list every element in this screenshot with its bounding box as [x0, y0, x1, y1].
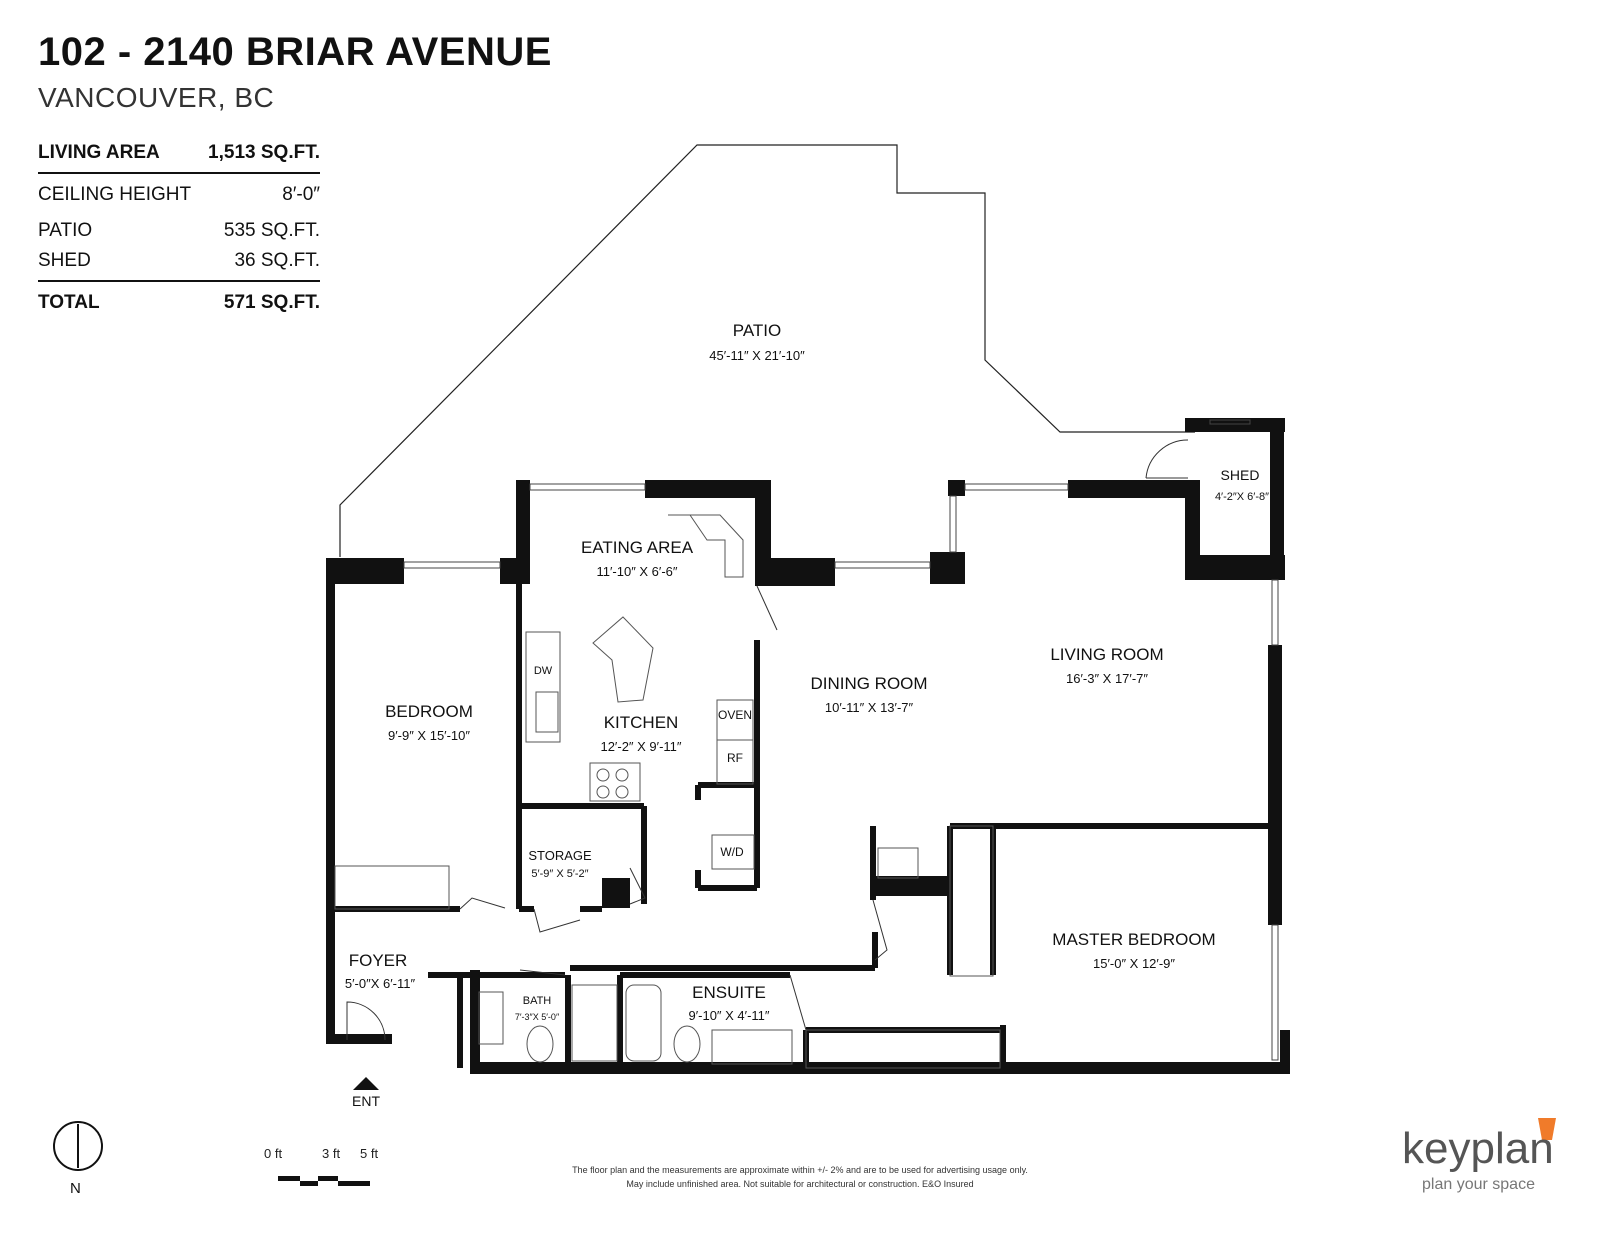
fixtures [334, 514, 1001, 1069]
brand-name: keyplan [1402, 1124, 1554, 1173]
north-label: N [70, 1180, 81, 1197]
page-subtitle: VANCOUVER, BC [38, 82, 275, 113]
north-compass-icon [53, 1121, 103, 1171]
stat-row-total: TOTAL 571 SQ.FT. [38, 288, 320, 318]
closet [805, 1029, 1001, 1069]
room-name-storage: STORAGE [528, 848, 592, 863]
room-labels: PATIO 45′-11″ X 21′-10″ SHED 4′-2″X 6′-8… [345, 321, 1269, 1109]
room-dims-dining-room: 10′-11″ X 13′-7″ [825, 700, 914, 715]
room-name-shed: SHED [1221, 467, 1260, 483]
disclaimer-line-2: May include unfinished area. Not suitabl… [626, 1179, 974, 1189]
toilet [673, 1025, 701, 1063]
toilet [526, 1025, 554, 1063]
bath-vanity [478, 991, 504, 1045]
room-name-ensuite: ENSUITE [692, 983, 766, 1002]
room-name-eating-area: EATING AREA [581, 538, 694, 557]
room-dims-eating-area: 11′-10″ X 6′-6″ [596, 564, 677, 579]
stat-row-patio: PATIO 535 SQ.FT. [38, 216, 320, 246]
stat-label: LIVING AREA [38, 142, 160, 163]
room-name-kitchen: KITCHEN [604, 713, 679, 732]
keyplan-fox-logo-icon [1538, 1118, 1556, 1140]
closet [334, 865, 450, 910]
entrance-arrow-icon [353, 1077, 379, 1090]
appliance-rf-label: RF [727, 751, 743, 765]
room-dims-ensuite: 9′-10″ X 4′-11″ [688, 1008, 769, 1023]
stat-value: 535 SQ.FT. [223, 220, 320, 241]
room-dims-bath: 7′-3″X 5′-0″ [515, 1012, 560, 1022]
room-name-bath: BATH [523, 995, 552, 1007]
scale-label-3: 3 ft [322, 1146, 341, 1161]
scale-label-5: 5 ft [360, 1146, 379, 1161]
room-dims-living-room: 16′-3″ X 17′-7″ [1066, 671, 1148, 686]
closet [949, 825, 994, 977]
room-dims-shed: 4′-2″X 6′-8″ [1215, 491, 1269, 503]
room-dims-foyer: 5′-0″X 6′-11″ [345, 976, 416, 991]
ensuite-vanity [711, 1029, 793, 1065]
brand-tagline: plan your space [1422, 1176, 1535, 1193]
windows [403, 419, 1279, 1061]
room-dims-bedroom: 9′-9″ X 15′-10″ [388, 728, 470, 743]
kitchen-sink [535, 691, 559, 733]
room-name-foyer: FOYER [349, 951, 408, 970]
bathtub [625, 984, 662, 1062]
stat-label: PATIO [38, 220, 93, 241]
scale-label-0: 0 ft [264, 1146, 283, 1161]
page-title: 102 - 2140 BRIAR AVENUE [38, 30, 552, 74]
stat-value: 36 SQ.FT. [234, 250, 320, 271]
scale-bar [278, 1176, 370, 1186]
sink [877, 847, 919, 879]
stat-value: 571 SQ.FT. [223, 292, 320, 313]
room-dims-patio: 45′-11″ X 21′-10″ [709, 348, 805, 363]
room-name-dining-room: DINING ROOM [810, 674, 927, 693]
patio-outline [339, 144, 1195, 557]
stat-row-shed: SHED 36 SQ.FT. [38, 246, 320, 282]
room-name-patio: PATIO [733, 321, 782, 340]
room-dims-storage: 5′-9″ X 5′-2″ [531, 868, 588, 880]
stat-label: SHED [38, 250, 91, 271]
stat-label: CEILING HEIGHT [38, 184, 192, 205]
disclaimer: The floor plan and the measurements are … [540, 1163, 1060, 1191]
entrance-label: ENT [352, 1093, 380, 1109]
stat-label: TOTAL [38, 292, 100, 313]
stat-value: 1,513 SQ.FT. [208, 142, 320, 163]
appliance-oven-label: OVEN [718, 708, 752, 722]
shower [571, 984, 618, 1062]
room-name-master-bedroom: MASTER BEDROOM [1052, 930, 1215, 949]
cooktop [589, 762, 641, 802]
kitchen-island [592, 616, 654, 703]
stat-row-living-area: LIVING AREA 1,513 SQ.FT. [38, 138, 320, 174]
stat-value: 8′-0″ [282, 184, 320, 205]
room-name-living-room: LIVING ROOM [1050, 645, 1163, 664]
area-stats-table: LIVING AREA 1,513 SQ.FT. CEILING HEIGHT … [38, 138, 320, 318]
disclaimer-line-1: The floor plan and the measurements are … [572, 1165, 1028, 1175]
room-name-bedroom: BEDROOM [385, 702, 473, 721]
doors [346, 439, 1189, 1041]
appliance-dw-label: DW [534, 665, 553, 677]
room-dims-kitchen: 12′-2″ X 9′-11″ [600, 739, 681, 754]
stat-row-ceiling-height: CEILING HEIGHT 8′-0″ [38, 180, 320, 210]
appliance-wd-label: W/D [720, 845, 744, 859]
room-dims-master-bedroom: 15′-0″ X 12′-9″ [1093, 956, 1175, 971]
